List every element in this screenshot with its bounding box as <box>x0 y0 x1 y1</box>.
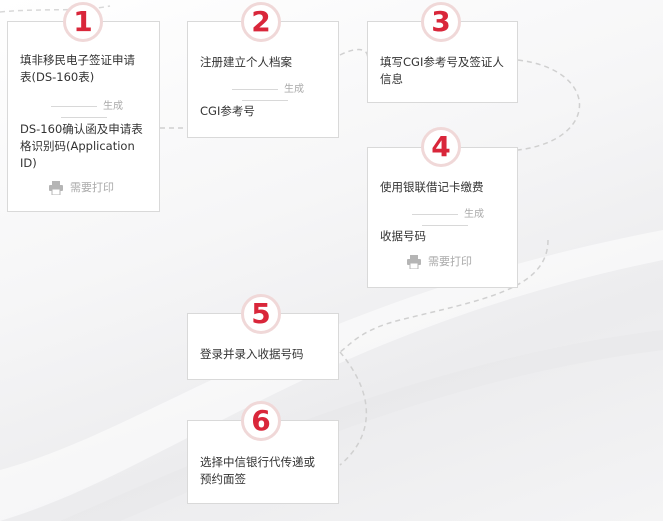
step-1-print-note: 需要打印 <box>48 179 114 196</box>
step-5-title: 登录并录入收据号码 <box>200 347 304 361</box>
step-1-generate-label: 生成 <box>103 101 123 112</box>
step-4-generate: 生成 <box>380 205 510 231</box>
step-2-output: CGI参考号 <box>200 104 255 118</box>
step-2-number: 2 <box>241 2 281 42</box>
step-4-print-label: 需要打印 <box>428 255 472 268</box>
step-5-number: 5 <box>241 294 281 334</box>
step-4-number: 4 <box>421 127 461 167</box>
step-1-output: DS-160确认函及申请表格识别码(Application ID) <box>20 122 143 170</box>
step-1-generate: 生成 <box>20 97 148 123</box>
step-4-print-note: 需要打印 <box>406 253 472 270</box>
step-4-output: 收据号码 <box>380 229 426 243</box>
step-6-number: 6 <box>241 401 281 441</box>
step-1-title: 填非移民电子签证申请表(DS-160表) <box>20 53 135 84</box>
step-6-title: 选择中信银行代传递或预约面签 <box>200 455 315 486</box>
step-4-title: 使用银联借记卡缴费 <box>380 180 484 194</box>
step-3-title: 填写CGI参考号及签证人信息 <box>380 55 504 86</box>
step-2-generate-label: 生成 <box>284 84 304 95</box>
printer-icon <box>407 255 421 270</box>
step-2-generate: 生成 <box>200 80 330 106</box>
step-4-card <box>367 147 518 288</box>
step-4-generate-label: 生成 <box>464 209 484 220</box>
step-2-title: 注册建立个人档案 <box>200 55 292 69</box>
step-1-print-label: 需要打印 <box>70 181 114 194</box>
step-3-number: 3 <box>421 2 461 42</box>
printer-icon <box>49 181 63 196</box>
step-1-number: 1 <box>63 2 103 42</box>
